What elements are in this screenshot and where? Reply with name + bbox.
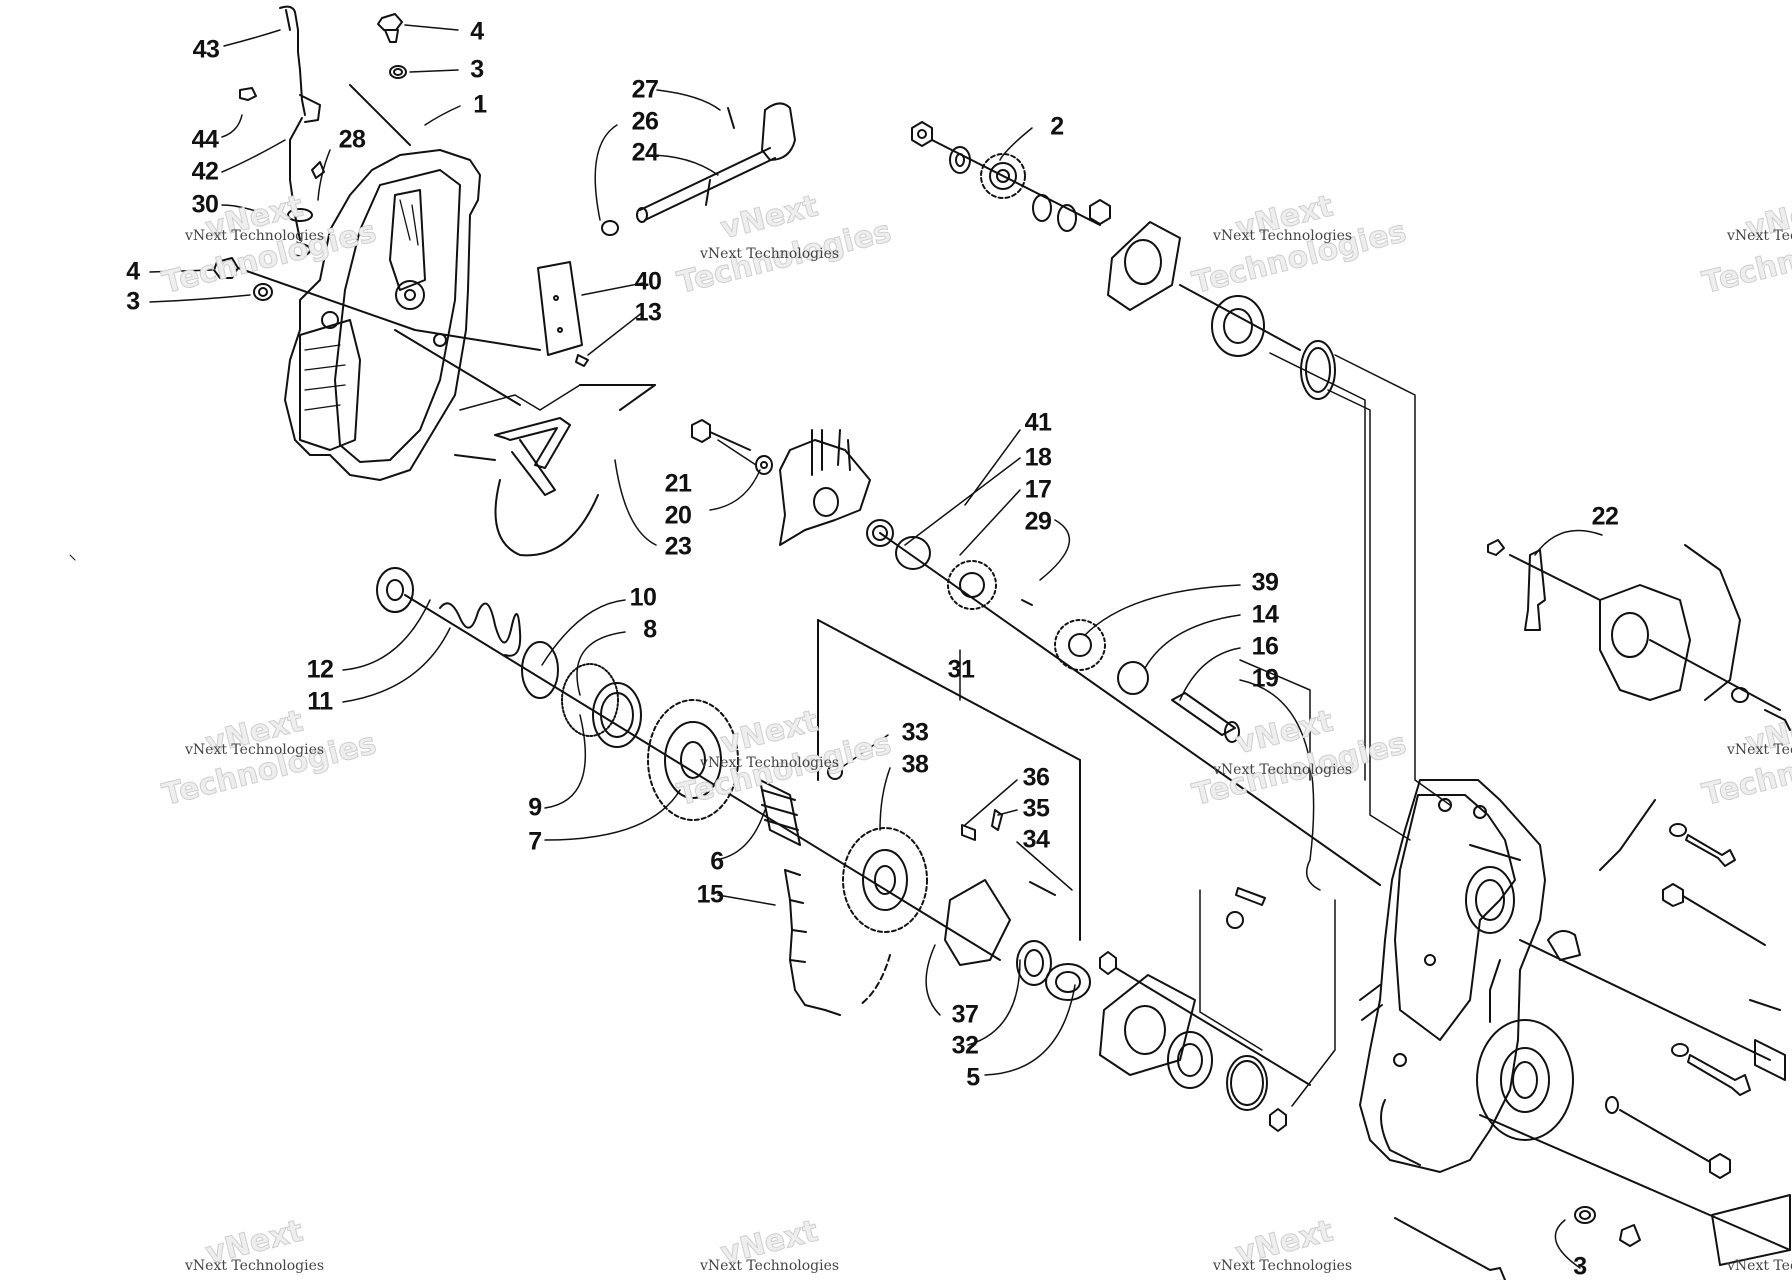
watermark-caption: vNext Technologies — [700, 1258, 840, 1274]
callout-33: 33 — [901, 718, 929, 747]
watermark-caption: vNext Technologies — [185, 742, 325, 758]
watermark-caption: vNext Technologies — [1213, 762, 1353, 778]
watermark-caption: vNext Technologies — [185, 228, 325, 244]
callout-30: 30 — [191, 190, 219, 219]
watermark-caption: vNext Technologies — [700, 246, 840, 262]
callout-17: 17 — [1024, 475, 1052, 504]
callout-36: 36 — [1022, 763, 1050, 792]
callout-26: 26 — [631, 107, 659, 136]
callout-5: 5 — [966, 1063, 980, 1092]
callout-11: 11 — [307, 687, 333, 716]
callout-8: 8 — [643, 615, 657, 644]
callout-23: 23 — [664, 532, 692, 561]
callout-24: 24 — [631, 138, 659, 167]
callout-12: 12 — [306, 655, 334, 684]
chaincase-cover — [284, 149, 481, 481]
watermark-caption: vNext Technologies — [700, 755, 840, 771]
connection-lines — [1239, 352, 1366, 781]
callout-27: 27 — [631, 75, 659, 104]
right-bracket — [1487, 539, 1791, 731]
callout-37: 37 — [951, 1000, 979, 1029]
lower-bearing-set — [1099, 887, 1336, 1132]
callout-4b: 4 — [126, 257, 140, 286]
driven-gear-assembly — [817, 619, 1091, 1001]
callout-3c: 3 — [1573, 1252, 1587, 1281]
callout-35: 35 — [1022, 794, 1050, 823]
watermark-caption: vNext Technologies — [1727, 742, 1792, 758]
housing-bolts — [1394, 799, 1781, 1280]
callout-15: 15 — [696, 880, 724, 909]
callout-40: 40 — [634, 267, 662, 296]
callout-43: 43 — [192, 35, 220, 64]
callout-14: 14 — [1251, 600, 1279, 629]
callout-1: 1 — [473, 90, 487, 119]
cover-fasteners — [213, 13, 416, 331]
callout-32: 32 — [951, 1031, 979, 1060]
cover-plate — [394, 261, 589, 406]
shift-shaft — [601, 102, 796, 236]
callout-38: 38 — [901, 750, 929, 779]
watermark-caption: vNext Technologies — [1213, 228, 1353, 244]
watermark-caption: vNext Technologies — [1727, 1258, 1792, 1274]
callout-41: 41 — [1024, 408, 1052, 437]
callout-16: 16 — [1251, 632, 1279, 661]
upper-sprocket-set — [911, 121, 1451, 841]
callout-19: 19 — [1251, 664, 1279, 693]
callout-44: 44 — [191, 125, 219, 154]
callout-4: 4 — [470, 17, 484, 46]
callout-28: 28 — [338, 125, 366, 154]
callout-42: 42 — [191, 157, 219, 186]
callout-10: 10 — [629, 583, 657, 612]
callout-34: 34 — [1022, 825, 1050, 854]
cable-assembly — [239, 5, 325, 257]
watermark-caption: vNext Technologies — [185, 1258, 325, 1274]
callout-13: 13 — [634, 298, 662, 327]
leader-lines — [149, 24, 1603, 1269]
callout-22: 22 — [1591, 502, 1619, 531]
callout-29: 29 — [1024, 507, 1052, 536]
callout-6: 6 — [710, 847, 724, 876]
callout-3b: 3 — [126, 287, 140, 316]
callout-18: 18 — [1024, 443, 1052, 472]
callout-3: 3 — [470, 55, 484, 84]
callout-20: 20 — [664, 501, 692, 530]
retaining-clip — [454, 384, 656, 557]
watermark-caption: vNext Technologies — [1727, 228, 1792, 244]
callout-21: 21 — [664, 469, 692, 498]
callout-39: 39 — [1251, 568, 1279, 597]
chaincase-housing — [1359, 779, 1791, 1266]
watermark-caption: vNext Technologies — [1213, 1258, 1353, 1274]
middle-shaft-assembly — [691, 419, 1381, 886]
callout-31: 31 — [947, 655, 975, 684]
callout-7: 7 — [528, 827, 542, 856]
callout-2: 2 — [1050, 112, 1064, 141]
callout-9: 9 — [528, 793, 542, 822]
